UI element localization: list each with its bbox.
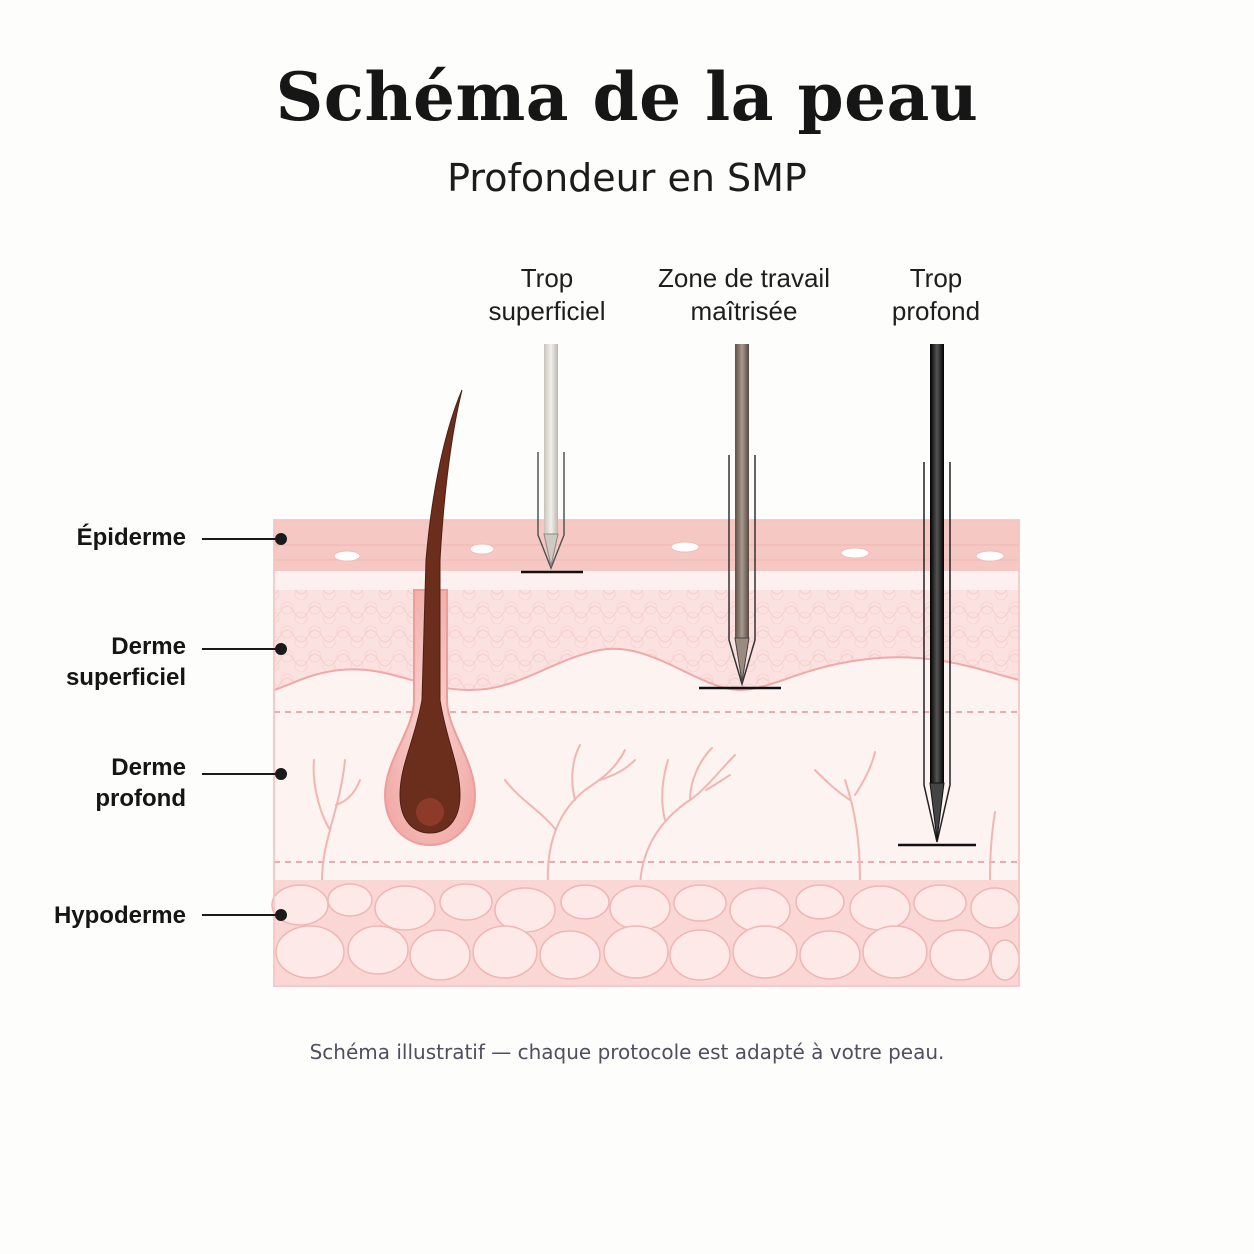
needle-label-line: Trop (909, 263, 963, 293)
layer-label-line: profond (95, 785, 186, 812)
page-subtitle: Profondeur en SMP (447, 156, 807, 200)
needle-too-shallow (521, 344, 583, 574)
skin-border (273, 519, 1020, 987)
hair-bulb (416, 798, 444, 826)
layer-label-deep-dermis: Derme profond (95, 752, 186, 814)
caption: Schéma illustratif — chaque protocole es… (309, 1040, 945, 1064)
needle-label-line: maîtrisée (690, 296, 798, 326)
needle-label-line: profond (891, 296, 981, 326)
layer-label-hypodermis: Hypoderme (54, 900, 186, 931)
epidermis-cell (333, 550, 361, 562)
epidermis-cell (840, 547, 870, 559)
needle-label-too-deep: Trop profond (816, 262, 1056, 328)
layer-label-line: Épiderme (76, 524, 186, 551)
superficial-dermis-texture (274, 590, 1019, 690)
needle-label-line: superficiel (488, 296, 606, 326)
layer-label-line: Derme (111, 754, 186, 781)
needle-label-line: Zone de travail (658, 263, 830, 293)
layer-label-superficial-dermis: Derme superficiel (66, 631, 186, 693)
epidermis-cell (975, 550, 1005, 562)
capillaries (312, 744, 996, 891)
layer-leaders (202, 533, 287, 921)
layer-label-line: superficiel (65, 664, 186, 691)
needle-controlled-zone (699, 344, 781, 690)
hair-shaft (399, 389, 463, 834)
needle-label-too-shallow: Trop superficiel (427, 262, 667, 328)
needle-label-line: Trop (520, 263, 574, 293)
fat-cells (271, 883, 1020, 981)
page-title: Schéma de la peau (275, 58, 979, 136)
epidermis-cell (670, 541, 700, 553)
needle-too-deep (898, 344, 976, 847)
layer-label-line: Derme (111, 633, 186, 660)
dermis-boundary (273, 647, 1020, 692)
epidermis-cell (469, 543, 495, 555)
needle-label-controlled-zone: Zone de travail maîtrisée (624, 262, 864, 328)
layer-label-epidermis: Épiderme (77, 522, 186, 553)
layer-label-line: Hypoderme (53, 902, 186, 929)
basal-band (274, 571, 1019, 590)
